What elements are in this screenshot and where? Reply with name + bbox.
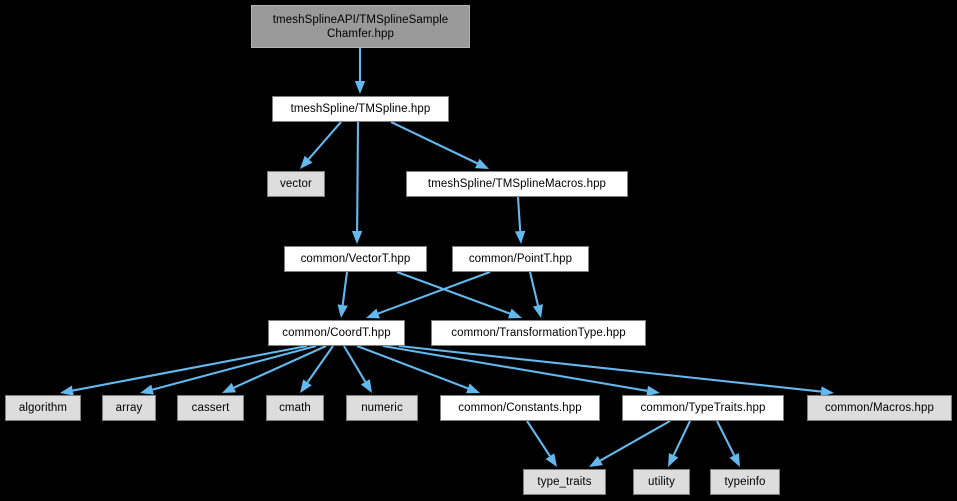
arrowhead-coordT-to-numeric <box>360 379 372 393</box>
edge-pointT-to-coordT <box>377 271 491 315</box>
node-type_traits[interactable]: type_traits <box>523 469 606 495</box>
node-label-vectorT: common/VectorT.hpp <box>300 253 411 265</box>
node-macros_c[interactable]: common/Macros.hpp <box>807 395 952 421</box>
edge-tmspline-to-macros_h <box>390 121 478 165</box>
edge-vectorT-to-transform <box>396 271 511 315</box>
node-constants[interactable]: common/Constants.hpp <box>440 395 600 421</box>
node-vector[interactable]: vector <box>267 171 325 197</box>
node-typetraits[interactable]: common/TypeTraits.hpp <box>622 395 784 421</box>
edge-macros_h-to-pointT <box>516 196 522 232</box>
edge-coordT-to-constants <box>356 345 469 390</box>
arrowhead-pointT-to-transform <box>532 304 544 318</box>
node-label-vector: vector <box>280 178 312 190</box>
edge-constants-to-type_traits <box>526 420 551 457</box>
node-label-macros_c: common/Macros.hpp <box>824 402 935 414</box>
arrowhead-pointT-to-coordT <box>366 308 380 319</box>
arrowhead-tmspline-to-vectorT <box>351 230 363 244</box>
edge-coordT-to-algorithm <box>72 344 308 392</box>
edge-coordT-to-array <box>152 344 317 391</box>
node-label-cmath: cmath <box>279 402 311 414</box>
edge-coordT-to-cassert <box>233 345 327 389</box>
node-macros_h[interactable]: tmeshSpline/TMSplineMacros.hpp <box>406 171 628 197</box>
node-root[interactable]: tmeshSplineAPI/TMSplineSample Chamfer.hp… <box>251 5 470 48</box>
arrowhead-vectorT-to-transform <box>508 308 522 319</box>
arrowhead-macros_h-to-pointT <box>514 230 526 244</box>
node-vectorT[interactable]: common/VectorT.hpp <box>284 246 427 272</box>
edge-typetraits-to-typeinfo <box>716 420 736 456</box>
node-algorithm[interactable]: algorithm <box>5 395 81 421</box>
node-label-tmspline: tmeshSpline/TMSpline.hpp <box>290 103 431 115</box>
edge-typetraits-to-type_traits <box>599 420 671 462</box>
node-cmath[interactable]: cmath <box>266 395 324 421</box>
arrowhead-typetraits-to-utility <box>668 453 679 467</box>
edge-coordT-to-macros_c <box>398 344 822 393</box>
node-label-typetraits: common/TypeTraits.hpp <box>640 402 766 414</box>
arrowhead-typetraits-to-type_traits <box>589 456 603 467</box>
node-utility[interactable]: utility <box>633 469 690 495</box>
arrowhead-tmspline-to-macros_h <box>475 158 489 169</box>
node-label-pointT: common/PointT.hpp <box>468 253 573 265</box>
node-label-array: array <box>115 402 143 414</box>
node-label-constants: common/Constants.hpp <box>458 402 582 414</box>
node-label-type_traits: type_traits <box>537 476 592 488</box>
arrowhead-constants-to-type_traits <box>545 453 557 467</box>
node-tmspline[interactable]: tmeshSpline/TMSpline.hpp <box>272 96 449 122</box>
node-cassert[interactable]: cassert <box>177 395 244 421</box>
edge-pointT-to-transform <box>528 271 539 306</box>
edge-coordT-to-numeric <box>343 345 367 383</box>
edge-coordT-to-typetraits <box>382 344 648 392</box>
node-label-coordT: common/CoordT.hpp <box>282 327 391 339</box>
node-label-root: tmeshSplineAPI/TMSplineSample Chamfer.hp… <box>272 13 449 40</box>
node-transform[interactable]: common/TransformationType.hpp <box>431 320 646 346</box>
arrowhead-coordT-to-cassert <box>222 382 236 393</box>
node-typeinfo[interactable]: typeinfo <box>710 469 780 495</box>
node-pointT[interactable]: common/PointT.hpp <box>452 246 589 272</box>
node-label-macros_h: tmeshSpline/TMSplineMacros.hpp <box>427 178 607 190</box>
node-label-numeric: numeric <box>361 402 403 414</box>
arrowhead-coordT-to-cmath <box>300 379 312 393</box>
edge-tmspline-to-vector <box>307 121 342 160</box>
node-label-utility: utility <box>648 476 675 488</box>
node-label-algorithm: algorithm <box>18 402 68 414</box>
arrowhead-typetraits-to-typeinfo <box>729 453 740 467</box>
arrowhead-vectorT-to-coordT <box>337 304 348 318</box>
node-coordT[interactable]: common/CoordT.hpp <box>268 320 405 346</box>
node-numeric[interactable]: numeric <box>346 395 418 421</box>
node-label-transform: common/TransformationType.hpp <box>451 327 626 339</box>
edge-tmspline-to-vectorT <box>356 121 360 232</box>
arrowhead-tmspline-to-vector <box>300 155 313 169</box>
node-array[interactable]: array <box>102 395 156 421</box>
node-label-typeinfo: typeinfo <box>724 476 766 488</box>
edge-vectorT-to-coordT <box>341 271 349 306</box>
edge-coordT-to-cmath <box>306 345 334 383</box>
arrowhead-root-to-tmspline <box>354 81 366 94</box>
node-label-cassert: cassert <box>191 402 230 414</box>
arrowhead-coordT-to-constants <box>466 383 480 394</box>
arrowhead-coordT-to-array <box>140 384 154 395</box>
edge-typetraits-to-utility <box>672 420 691 456</box>
